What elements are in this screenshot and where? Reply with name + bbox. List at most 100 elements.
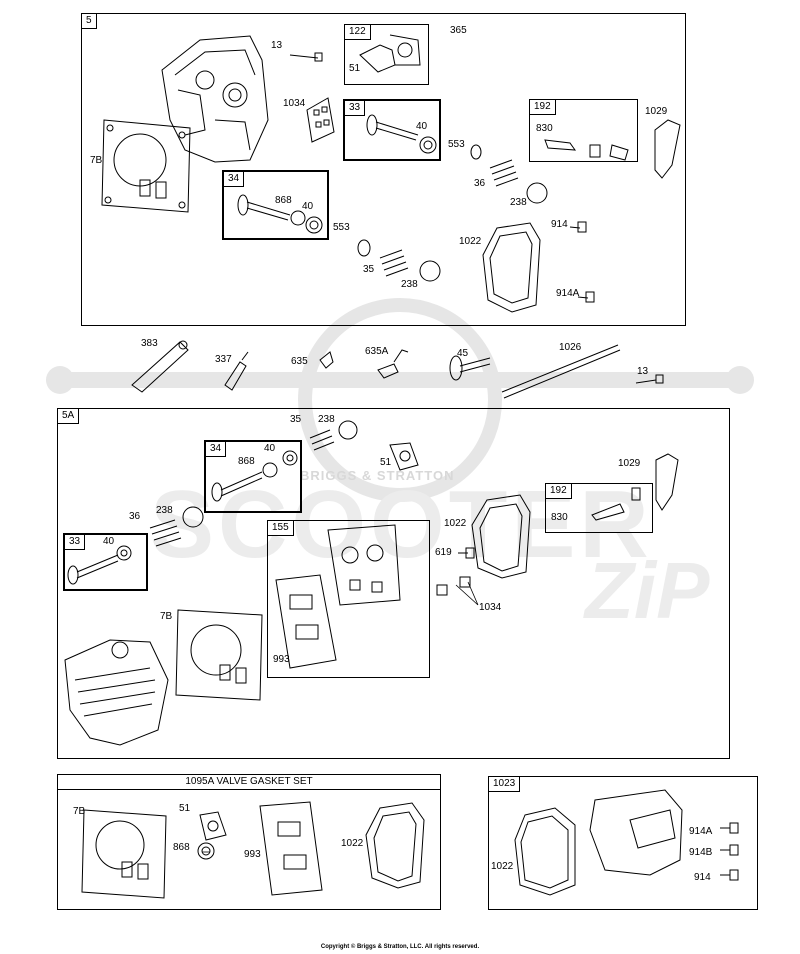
- rocker-arm-part-icon: [655, 453, 679, 511]
- part-label: 7B: [90, 155, 103, 166]
- bolt-part-icon: [289, 52, 323, 62]
- part-label: 40: [416, 121, 428, 132]
- gasket-part-icon: [259, 801, 323, 896]
- part-label: 13: [637, 366, 649, 377]
- clip-part-icon: [436, 576, 471, 596]
- part-label: 238: [510, 197, 527, 208]
- part-label: 635A: [365, 346, 389, 357]
- spring-part-icon: [149, 519, 182, 547]
- part-label: 383: [141, 338, 158, 349]
- valve-part-icon: [237, 194, 323, 234]
- screw-part-icon: [720, 822, 739, 881]
- gasket-part-icon: [275, 574, 337, 669]
- part-label: 914: [694, 872, 711, 883]
- part-label: 868: [173, 842, 190, 853]
- part-label: 238: [156, 505, 173, 516]
- intake-gasket-part-icon: [389, 442, 419, 471]
- rocker-arm-part-icon: [654, 119, 681, 179]
- cylinder-head-part-icon: [64, 639, 169, 746]
- group-box-122: 122: [344, 24, 429, 85]
- part-label: 635: [291, 356, 308, 367]
- rocker-stud-part-icon: [544, 139, 629, 161]
- part-label: 40: [302, 201, 314, 212]
- part-label: 914: [551, 219, 568, 230]
- part-label: 1034: [283, 98, 306, 109]
- cover-gasket-part-icon: [514, 807, 576, 896]
- head-gasket-part-icon: [101, 119, 191, 213]
- copyright-notice: Copyright © Briggs & Stratton, LLC. All …: [320, 944, 480, 950]
- cap-part-icon: [182, 420, 358, 528]
- group-tag: 122: [345, 25, 371, 40]
- part-label: 1022: [459, 236, 482, 247]
- part-label: 868: [275, 195, 292, 206]
- valve-cover-gasket-part-icon: [327, 524, 401, 606]
- part-label: 1022: [491, 861, 514, 872]
- set-title: 1095A VALVE GASKET SET: [58, 775, 440, 790]
- cover-gasket-part-icon: [482, 222, 541, 313]
- group-tag: 192: [546, 484, 572, 499]
- fitting-part-icon: [377, 349, 409, 379]
- group-box-34: 34: [222, 170, 329, 240]
- fitting-part-icon: [319, 351, 334, 369]
- cover-gasket-part-icon: [471, 494, 531, 579]
- part-label: 868: [238, 456, 255, 467]
- part-label: 1022: [444, 518, 467, 529]
- part-label: 830: [551, 512, 568, 523]
- group-tag: 5: [82, 14, 97, 29]
- group-box-34-5a: 34: [204, 440, 302, 513]
- cylinder-head-part-icon: [161, 35, 269, 163]
- group-tag: 34: [224, 172, 245, 187]
- screw-part-icon: [458, 547, 475, 559]
- push-rod-part-icon: [501, 344, 621, 399]
- seal-part-icon: [357, 144, 482, 257]
- valve-part-icon: [366, 114, 437, 154]
- part-label: 1034: [479, 602, 502, 613]
- part-label: 1029: [618, 458, 641, 469]
- valve-part-icon: [211, 450, 298, 502]
- part-label: 337: [215, 354, 232, 365]
- part-label: 238: [401, 279, 418, 290]
- spring-part-icon: [379, 159, 519, 277]
- cap-part-icon: [419, 182, 548, 282]
- group-tag: 192: [530, 100, 556, 115]
- spark-plug-part-icon: [224, 351, 249, 391]
- group-box-33: 33: [343, 99, 441, 161]
- part-label: 36: [474, 178, 486, 189]
- part-label: 914B: [689, 847, 713, 858]
- part-label: 13: [271, 40, 283, 51]
- group-tag: 34: [206, 442, 227, 457]
- group-tag: 1023: [489, 777, 521, 792]
- part-label: 7B: [160, 611, 173, 622]
- group-tag: 5A: [58, 409, 80, 424]
- part-label: 1029: [645, 106, 668, 117]
- head-gasket-part-icon: [175, 609, 263, 701]
- intake-gasket-part-icon: [199, 811, 227, 841]
- part-label: 1026: [559, 342, 582, 353]
- ignition-coil-part-icon: [131, 340, 189, 393]
- part-label: 1022: [341, 838, 364, 849]
- part-label: 45: [457, 348, 469, 359]
- part-label: 51: [349, 63, 361, 74]
- breather-part-icon: [306, 97, 335, 143]
- group-box-5a: 5A: [57, 408, 730, 759]
- group-tag: 155: [268, 521, 294, 536]
- group-box-33-5a: 33: [63, 533, 148, 591]
- spring-part-icon: [309, 429, 335, 451]
- valve-gasket-set-box: 1095A VALVE GASKET SET: [57, 774, 441, 910]
- part-label: 553: [333, 222, 350, 233]
- rocker-stud-part-icon: [591, 487, 641, 521]
- part-label: 830: [536, 123, 553, 134]
- seal-part-icon: [197, 842, 215, 860]
- bolt-part-icon: [635, 374, 664, 384]
- part-label: 993: [244, 849, 261, 860]
- group-box-192-5a: 192: [545, 483, 653, 533]
- part-label: 7B: [73, 806, 86, 817]
- part-label: 51: [380, 457, 392, 468]
- group-box-192: 192: [529, 99, 638, 162]
- group-tag: 33: [345, 101, 366, 116]
- valve-cover-part-icon: [589, 789, 683, 876]
- screw-part-icon: [569, 221, 595, 303]
- group-tag: 33: [65, 535, 86, 550]
- part-label: 238: [318, 414, 335, 425]
